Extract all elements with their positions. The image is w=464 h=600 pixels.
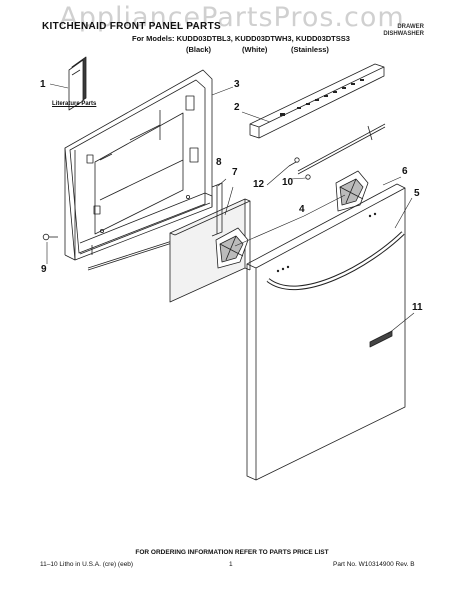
literature-parts-label: Literature Parts — [52, 101, 97, 107]
control-panel-strip — [249, 63, 385, 139]
category-line-1: DRAWER — [397, 24, 424, 30]
gasket-strip — [211, 182, 223, 237]
callout-3: 3 — [234, 79, 240, 90]
support-rod — [297, 123, 386, 175]
inner-door-panel — [64, 69, 213, 261]
callout-5: 5 — [414, 188, 420, 199]
screw-12 — [288, 157, 300, 167]
callout-10: 10 — [282, 177, 294, 188]
logo-badge — [369, 330, 393, 348]
callout-9: 9 — [41, 264, 47, 275]
insulation-pad — [169, 198, 251, 303]
callout-12: 12 — [253, 179, 265, 190]
litho-info: 11–10 Litho in U.S.A. (cre) (eeb) — [40, 561, 134, 568]
ordering-info: FOR ORDERING INFORMATION REFER TO PARTS … — [135, 549, 329, 556]
part-number: Part No. W10314900 Rev. B — [333, 561, 415, 568]
callout-4: 4 — [299, 204, 305, 215]
color-stainless: (Stainless) — [291, 45, 329, 54]
callout-8: 8 — [216, 157, 222, 168]
callout-2: 2 — [234, 102, 240, 113]
callout-11: 11 — [412, 302, 423, 313]
front-panel — [246, 183, 406, 481]
door-handle — [266, 231, 405, 291]
handle-bracket-left — [215, 227, 249, 269]
handle-bracket-right — [335, 170, 369, 212]
literature-booklet — [68, 56, 87, 111]
screw-9 — [42, 233, 58, 241]
color-white: (White) — [242, 45, 268, 54]
page-title: KITCHENAID FRONT PANEL PARTS — [42, 21, 221, 32]
page-number: 1 — [229, 561, 233, 568]
category-label: DRAWER DISHWASHER — [383, 24, 424, 38]
color-black: (Black) — [186, 45, 212, 54]
model-list: For Models: KUDD03DTBL3, KUDD03DTWH3, KU… — [132, 34, 350, 43]
category-line-2: DISHWASHER — [383, 31, 424, 37]
callout-1: 1 — [40, 79, 46, 90]
callout-7: 7 — [232, 167, 238, 178]
callout-6: 6 — [402, 166, 408, 177]
screw-10 — [305, 174, 311, 180]
